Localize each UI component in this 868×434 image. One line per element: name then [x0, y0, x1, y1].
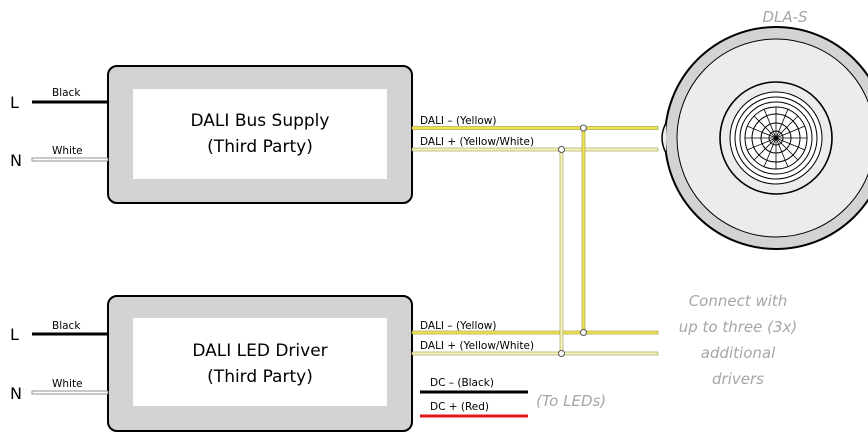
expansion-note-line-2: up to three (3x) — [679, 318, 798, 336]
bus-supply-l-wire-label: Black — [52, 87, 81, 99]
led-driver-dc-pos-label: DC + (Red) — [430, 401, 489, 413]
junction-dot — [580, 329, 587, 336]
dali-neg-riser — [581, 127, 586, 333]
led-driver-title: DALI LED Driver — [192, 341, 327, 361]
led-driver-label-panel — [133, 318, 387, 406]
expansion-note-line-1: Connect with — [689, 292, 788, 310]
led-driver-dc-neg-label: DC – (Black) — [430, 377, 494, 389]
junction-dot — [580, 124, 587, 132]
bus-supply-dali-neg-wire — [411, 126, 659, 130]
junction-dot — [558, 146, 565, 153]
led-driver-n-wire-label: White — [52, 378, 83, 390]
led-driver-n-terminal: N — [10, 384, 22, 403]
junction-dot — [558, 350, 565, 357]
led-driver-l-terminal: L — [10, 325, 19, 344]
led-driver-dali-neg-wire — [411, 330, 659, 335]
bus-supply-dali-pos-label: DALI + (Yellow/White) — [420, 136, 534, 148]
bus-supply-n-terminal: N — [10, 151, 22, 170]
bus-supply-dali-neg-label: DALI – (Yellow) — [420, 115, 496, 127]
bus-supply-l-terminal: L — [10, 93, 19, 112]
led-driver-l-wire-label: Black — [52, 320, 81, 332]
dali-pos-riser — [559, 149, 564, 354]
bus-supply-title: DALI Bus Supply — [191, 111, 330, 131]
to-leds-note: (To LEDs) — [536, 392, 606, 410]
bus-supply-dali-pos-wire — [411, 147, 659, 152]
led-driver-dali-neg-label: DALI – (Yellow) — [420, 320, 496, 332]
sensor-label: DLA-S — [762, 8, 808, 26]
led-driver-dali-pos-wire — [411, 351, 659, 356]
bus-supply-subtitle: (Third Party) — [207, 137, 313, 157]
led-driver-dali-pos-label: DALI + (Yellow/White) — [420, 340, 534, 352]
dla-s-sensor — [661, 26, 868, 250]
led-driver-n-wire — [31, 390, 109, 395]
expansion-note-line-3: additional — [701, 344, 776, 362]
bus-supply-label-panel — [133, 89, 387, 179]
bus-supply-n-wire — [31, 157, 109, 162]
led-driver-subtitle: (Third Party) — [207, 367, 313, 387]
expansion-note-line-4: drivers — [712, 370, 764, 388]
bus-supply-n-wire-label: White — [52, 145, 83, 157]
